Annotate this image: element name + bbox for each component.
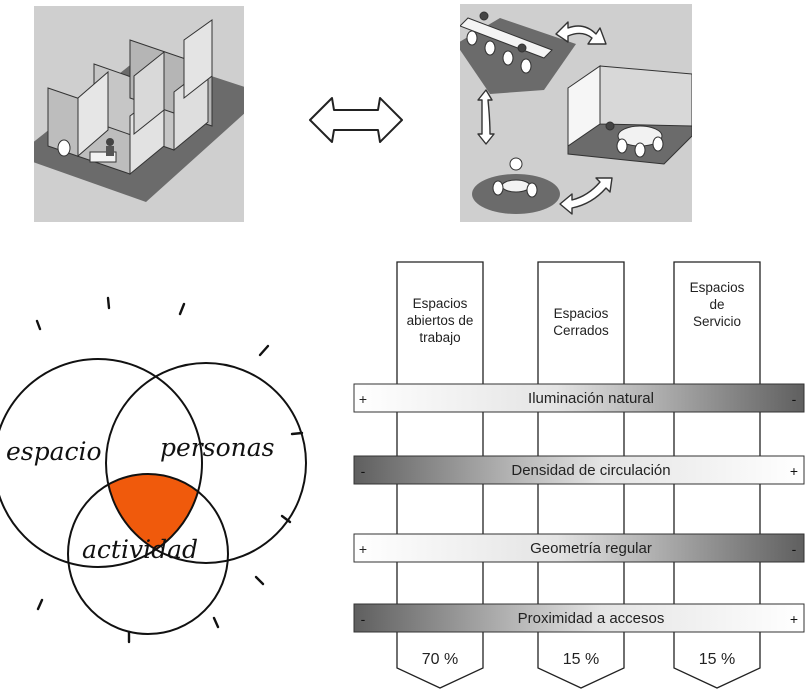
column-label-line: de: [709, 297, 724, 312]
venn-label-personas: personas: [160, 433, 274, 462]
venn-label-actividad: actividad: [82, 535, 198, 564]
space-comparison-chart: Espacios abiertos de trabajo 70 % EspaciosCe…: [353, 261, 805, 689]
criteria-bar-2: Densidad de circulación - +: [353, 455, 805, 485]
criteria-bar-3: Geometría regular + -: [353, 533, 805, 563]
criteria-bar-right-sign: +: [790, 611, 798, 627]
circulation-arrows: [477, 21, 613, 215]
criteria-bar-right-sign: -: [792, 391, 797, 407]
criteria-bar-4: Proximidad a accesos - +: [353, 603, 805, 633]
circulation-arrow-top: [555, 21, 607, 45]
flexible-office-illustration: [460, 4, 692, 222]
circulation-arrow-left: [477, 89, 495, 145]
column-label-line: Espacios: [554, 306, 609, 321]
venn-circle-espacio: [0, 358, 203, 568]
criteria-bar-left-sign: -: [361, 611, 366, 627]
column-percent: 70 %: [422, 651, 458, 668]
criteria-bar-left-sign: -: [361, 463, 366, 479]
criteria-bar-label: Geometría regular: [530, 540, 652, 557]
criteria-bar-fill: [353, 533, 805, 563]
criteria-bar-right-sign: +: [790, 463, 798, 479]
column-label-line: Espacios: [413, 296, 468, 311]
criteria-bar-left-sign: +: [359, 541, 367, 557]
column-label-line: trabajo: [419, 330, 460, 345]
column-percent: 15 %: [699, 651, 735, 668]
criteria-bars: Iluminación natural+-Densidad de circula…: [353, 383, 805, 633]
circulation-arrow-bottom: [559, 177, 613, 215]
cubicle-office-illustration: [34, 6, 244, 222]
open-area-desks: [460, 11, 553, 74]
closed-room: [567, 65, 692, 165]
column-label-line: Espacios: [690, 280, 745, 295]
venn-diagram: espacio personas actividad: [0, 296, 307, 644]
criteria-bar-right-sign: -: [792, 541, 797, 557]
double-arrow-icon: [309, 97, 403, 143]
cubicle-desk-figure: [57, 138, 117, 163]
venn-circle-actividad: [67, 473, 229, 635]
round-meeting-area: [472, 157, 560, 214]
venn-radiating-ticks: [35, 296, 304, 644]
criteria-bar-label: Proximidad a accesos: [518, 610, 665, 627]
criteria-bar-label: Densidad de circulación: [511, 462, 670, 479]
criteria-bar-fill: [353, 383, 805, 413]
criteria-bar-1: Iluminación natural + -: [353, 383, 805, 413]
venn-circle-personas: [105, 362, 307, 564]
column-label-line: Servicio: [693, 314, 741, 329]
criteria-bar-fill: [353, 603, 805, 633]
venn-label-espacio: espacio: [6, 437, 102, 466]
column-label-line: abiertos de: [407, 313, 474, 328]
criteria-bar-left-sign: +: [359, 391, 367, 407]
criteria-bar-label: Iluminación natural: [528, 390, 654, 407]
column-percent: 15 %: [563, 651, 599, 668]
criteria-bar-fill: [353, 455, 805, 485]
column-label-line: Cerrados: [553, 323, 609, 338]
